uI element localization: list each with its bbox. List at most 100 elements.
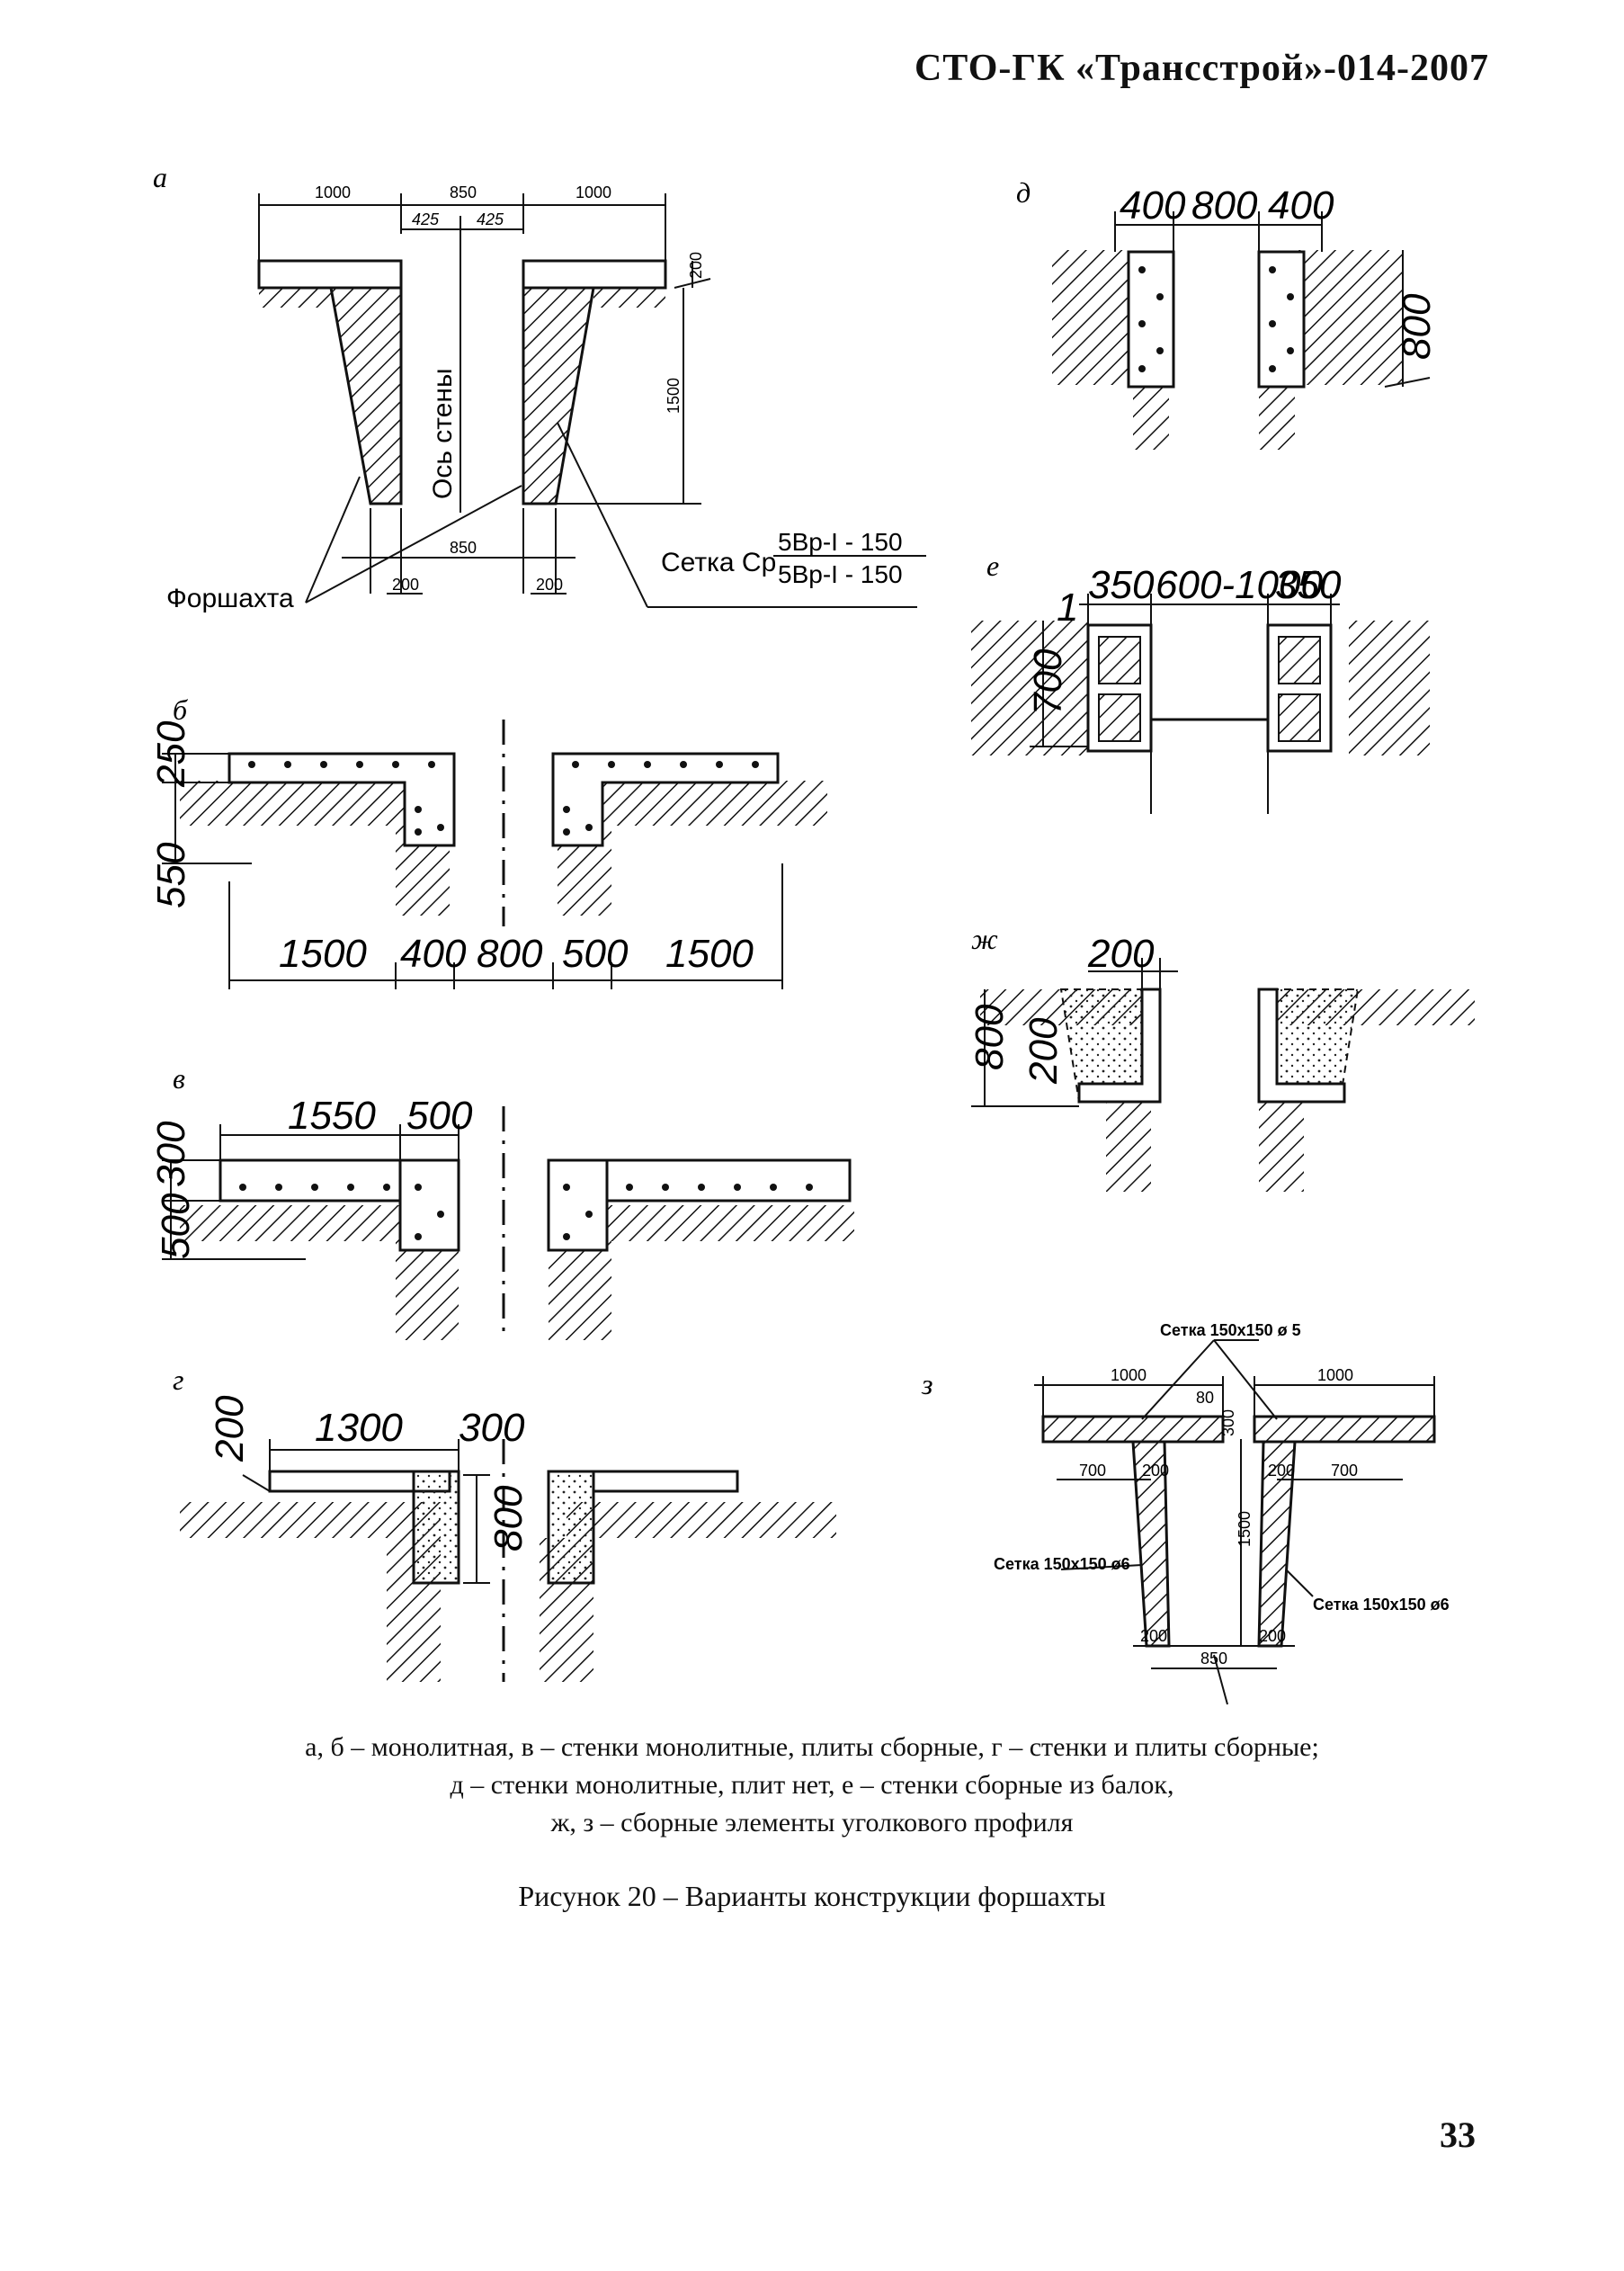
z-dim-850: 850 xyxy=(1200,1650,1227,1667)
a-dim-425-right: 425 xyxy=(477,210,504,228)
e-beam-3 xyxy=(1278,636,1321,684)
b-dim-500: 500 xyxy=(562,932,629,976)
caption-line-2: д – стенки монолитные, плит нет, е – сте… xyxy=(450,1770,1174,1800)
panel-g: г 200 1300 300 800 xyxy=(173,1363,836,1682)
page-number: 33 xyxy=(1440,2115,1476,2155)
a-right-wall xyxy=(522,286,595,505)
e-dim-350-left: 350 xyxy=(1088,563,1155,607)
a-right-slab xyxy=(522,259,667,290)
panel-zh-letter: ж xyxy=(971,923,998,955)
z-dim-200-top-left: 200 xyxy=(1142,1462,1169,1480)
z-left-slab xyxy=(1041,1415,1225,1444)
z-dim-1500: 1500 xyxy=(1236,1511,1254,1547)
a-foreshaft-label: Форшахта xyxy=(166,584,294,613)
a-dim-850-bottom: 850 xyxy=(450,539,477,557)
panel-d: д 400 800 400 800 xyxy=(1016,176,1439,450)
a-left-slab xyxy=(257,259,403,290)
a-dim-200-slab: 200 xyxy=(687,252,705,279)
panel-z: з Сетка 150х150 ø 5 Сетка 150х150 xyxy=(921,1321,1450,1705)
a-dim-1000-left: 1000 xyxy=(315,183,351,201)
panel-a-letter: а xyxy=(153,161,167,193)
foreshaft-drawing: а 1000 850 1000 425 425 xyxy=(149,161,1475,1705)
g-dim-200: 200 xyxy=(208,1395,252,1462)
v-dim-500-vertical: 500 xyxy=(154,1193,198,1259)
g-dim-300: 300 xyxy=(459,1406,525,1450)
panel-b-letter: б xyxy=(173,693,188,726)
caption-line-1: а, б – монолитная, в – стенки монолитные… xyxy=(305,1732,1319,1762)
a-dim-1500: 1500 xyxy=(665,378,683,414)
d-ground-right xyxy=(1295,250,1403,385)
panel-v: в 1550 500 300 500 xyxy=(149,1062,854,1340)
d-ground-left-deep xyxy=(1133,387,1169,450)
e-ground-right xyxy=(1349,621,1430,756)
z-mesh-right: Сетка 150х150 ø6 xyxy=(1313,1596,1450,1614)
z-dim-700-right: 700 xyxy=(1331,1462,1358,1480)
v-dim-500: 500 xyxy=(406,1094,473,1138)
a-dim-200-bottom-left: 200 xyxy=(392,576,419,594)
g-dim-800: 800 xyxy=(486,1485,531,1551)
e-item-1: 1 xyxy=(1057,586,1078,630)
a-mesh-bottom: 5Вр-I - 150 xyxy=(778,560,903,588)
d-ground-right-deep xyxy=(1259,387,1295,450)
b-dim-250: 250 xyxy=(149,720,193,788)
g-right-slab xyxy=(592,1470,739,1493)
z-dim-1000-left: 1000 xyxy=(1111,1366,1147,1384)
d-rebar-dots xyxy=(1138,266,1294,372)
v-left-wall xyxy=(398,1158,460,1252)
panel-d-letter: д xyxy=(1016,176,1031,209)
panel-a: а 1000 850 1000 425 425 xyxy=(153,161,926,613)
d-ground-left xyxy=(1052,250,1133,385)
z-right-slab xyxy=(1253,1415,1436,1444)
b-right-wall xyxy=(551,752,780,847)
panel-z-letter: з xyxy=(921,1368,932,1400)
e-dim-700: 700 xyxy=(1026,648,1070,715)
z-dim-200-top-right: 200 xyxy=(1268,1462,1295,1480)
v-dim-1550: 1550 xyxy=(288,1094,376,1138)
a-ground-right xyxy=(593,288,665,308)
caption-line-3: ж, з – сборные элементы уголкового профи… xyxy=(550,1808,1074,1837)
v-ground-right-deep xyxy=(549,1241,611,1340)
d-dim-400-left: 400 xyxy=(1120,183,1186,228)
zh-left-fill xyxy=(1059,988,1161,1103)
a-dim-200-bottom-right: 200 xyxy=(536,576,563,594)
z-dim-80: 80 xyxy=(1196,1389,1214,1407)
a-ground-left xyxy=(259,288,331,308)
figure-title: Рисунок 20 – Варианты конструкции форшах… xyxy=(518,1880,1106,1912)
g-ground-left xyxy=(180,1502,441,1538)
e-beam-4 xyxy=(1278,693,1321,742)
v-left-slab xyxy=(219,1158,402,1203)
b-dim-1500-right: 1500 xyxy=(665,932,754,976)
g-dim-1300: 1300 xyxy=(315,1406,403,1450)
d-dim-800: 800 xyxy=(1191,183,1258,228)
z-mesh-top: Сетка 150х150 ø 5 xyxy=(1160,1321,1301,1339)
z-dim-300: 300 xyxy=(1219,1409,1237,1436)
z-dim-700-left: 700 xyxy=(1079,1462,1106,1480)
panel-zh: ж 200 800 200 xyxy=(968,923,1475,1192)
a-axis-label: Ось стены xyxy=(428,368,458,499)
z-dim-1000-right: 1000 xyxy=(1317,1366,1353,1384)
a-mesh-prefix: Сетка Ср xyxy=(661,548,776,577)
panel-v-letter: в xyxy=(173,1062,185,1095)
b-dim-800: 800 xyxy=(477,932,543,976)
e-beam-1 xyxy=(1098,636,1141,684)
a-dim-1000-right: 1000 xyxy=(576,183,611,201)
zh-dim-800: 800 xyxy=(968,1004,1012,1070)
e-ground-left xyxy=(971,621,1088,756)
e-dim-600-1000: 600-1000 xyxy=(1156,563,1323,607)
zh-ground-right-deep xyxy=(1259,1102,1304,1192)
zh-dim-200-vertical: 200 xyxy=(1022,1017,1066,1085)
a-mesh-top: 5Вр-I - 150 xyxy=(778,528,903,556)
panel-e: е 1 350 600-1000 350 700 xyxy=(971,550,1430,814)
v-ground-left-deep xyxy=(396,1241,459,1340)
v-right-slab xyxy=(605,1158,852,1203)
b-dim-550: 550 xyxy=(149,842,193,908)
d-dim-800-vertical: 800 xyxy=(1395,293,1439,360)
a-left-wall xyxy=(329,286,403,505)
b-dim-1500-left: 1500 xyxy=(279,932,367,976)
e-dim-350-right: 350 xyxy=(1275,563,1342,607)
v-dim-300: 300 xyxy=(149,1121,193,1187)
e-beam-2 xyxy=(1098,693,1141,742)
v-rebar-dots xyxy=(239,1184,813,1240)
zh-right-angle xyxy=(1257,988,1346,1104)
z-dim-200-bottom-left: 200 xyxy=(1140,1627,1167,1645)
